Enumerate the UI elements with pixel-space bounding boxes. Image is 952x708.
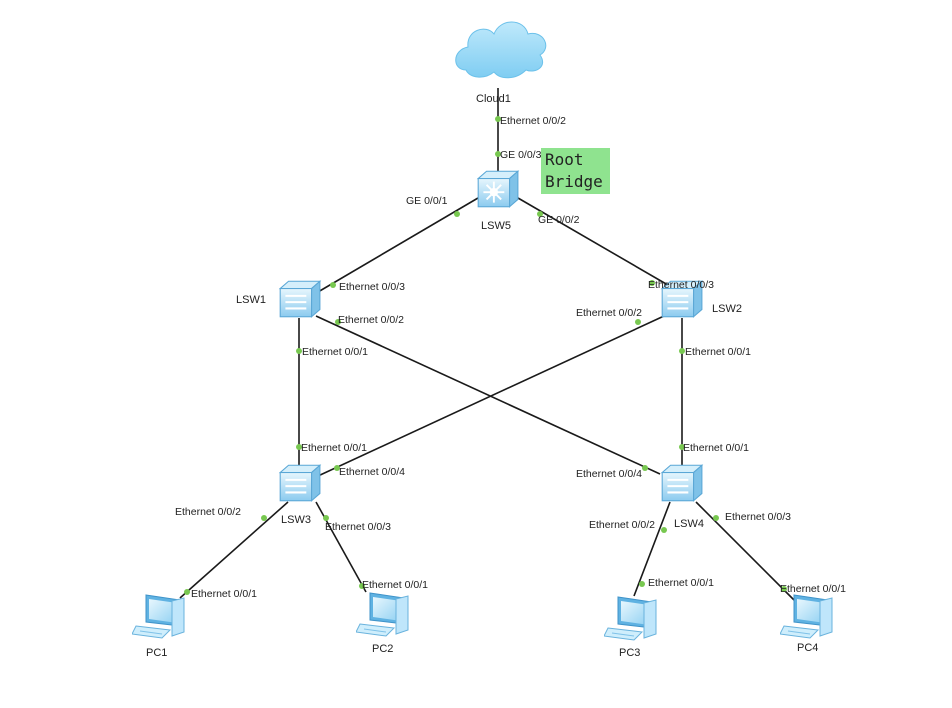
lsw3-label: LSW3 [281,514,311,526]
port-dot [330,282,336,288]
port-dot [296,348,302,354]
link-lsw5-lsw1 [317,197,479,293]
pc2-computer-icon[interactable] [356,592,409,637]
pc1-computer-icon[interactable] [132,594,185,639]
port-label: Ethernet 0/0/1 [780,583,846,595]
cloud1-label: Cloud1 [476,93,511,105]
lsw1-label: LSW1 [236,294,266,306]
lsw1-switch-icon[interactable] [279,280,321,318]
port-label: GE 0/0/1 [406,195,448,207]
port-dot [454,211,460,217]
port-dot [635,319,641,325]
port-label: Ethernet 0/0/4 [339,466,405,478]
root-bridge-highlight [541,148,610,194]
lsw4-switch-icon[interactable] [661,464,703,502]
link-lsw5-lsw2 [517,197,681,293]
port-dot [495,116,501,122]
port-label: GE 0/0/3 [500,149,542,161]
pc2-label: PC2 [372,643,393,655]
port-dot [713,515,719,521]
pc4-label: PC4 [797,642,818,654]
port-dot [639,581,645,587]
port-dot [661,527,667,533]
link-lsw3-pc2 [315,501,367,593]
port-label: Ethernet 0/0/2 [589,519,655,531]
port-label: Ethernet 0/0/3 [325,521,391,533]
port-label: Ethernet 0/0/1 [302,346,368,358]
link-lsw1-lsw4 [315,315,661,475]
port-label: Ethernet 0/0/1 [362,579,428,591]
lsw4-label: LSW4 [674,518,704,530]
link-lsw4-pc3 [633,501,671,597]
pc3-label: PC3 [619,647,640,659]
port-label: Ethernet 0/0/1 [683,442,749,454]
port-label: Ethernet 0/0/2 [576,307,642,319]
port-dot [642,465,648,471]
port-label: Ethernet 0/0/1 [301,442,367,454]
lsw3-switch-icon[interactable] [279,464,321,502]
port-dot [537,211,543,217]
root-bridge-label-line2: Bridge [545,172,603,191]
pc1-label: PC1 [146,647,167,659]
lsw5-switch-icon[interactable] [477,170,519,208]
port-dot [781,586,787,592]
port-dot [679,348,685,354]
port-label: Ethernet 0/0/3 [725,511,791,523]
port-dot [184,589,190,595]
lsw2-label: LSW2 [712,303,742,315]
port-dot [495,151,501,157]
pc3-computer-icon[interactable] [604,596,657,641]
port-label: Ethernet 0/0/1 [685,346,751,358]
pc4-computer-icon[interactable] [780,594,833,639]
cloud-icon[interactable] [455,21,547,79]
link-lsw3-pc1 [179,501,289,599]
root-bridge-label-line1: Root [545,150,584,169]
port-label: Ethernet 0/0/3 [339,281,405,293]
lsw5-label: LSW5 [481,220,511,232]
port-dots [184,116,787,595]
link-lsw4-pc4 [695,501,795,601]
port-label: GE 0/0/2 [538,214,580,226]
port-label: Ethernet 0/0/1 [648,577,714,589]
port-label: Ethernet 0/0/1 [191,588,257,600]
port-dot [359,583,365,589]
port-dot [649,280,655,286]
port-label: Ethernet 0/0/2 [338,314,404,326]
port-dot [261,515,267,521]
port-label: Ethernet 0/0/2 [500,115,566,127]
port-dot [334,465,340,471]
links-layer [179,88,795,601]
link-lsw2-lsw3 [317,315,665,477]
port-dot [679,444,685,450]
port-dot [335,319,341,325]
port-label: Ethernet 0/0/3 [648,279,714,291]
port-dot [296,444,302,450]
port-dot [323,515,329,521]
port-label: Ethernet 0/0/4 [576,468,642,480]
port-label: Ethernet 0/0/2 [175,506,241,518]
